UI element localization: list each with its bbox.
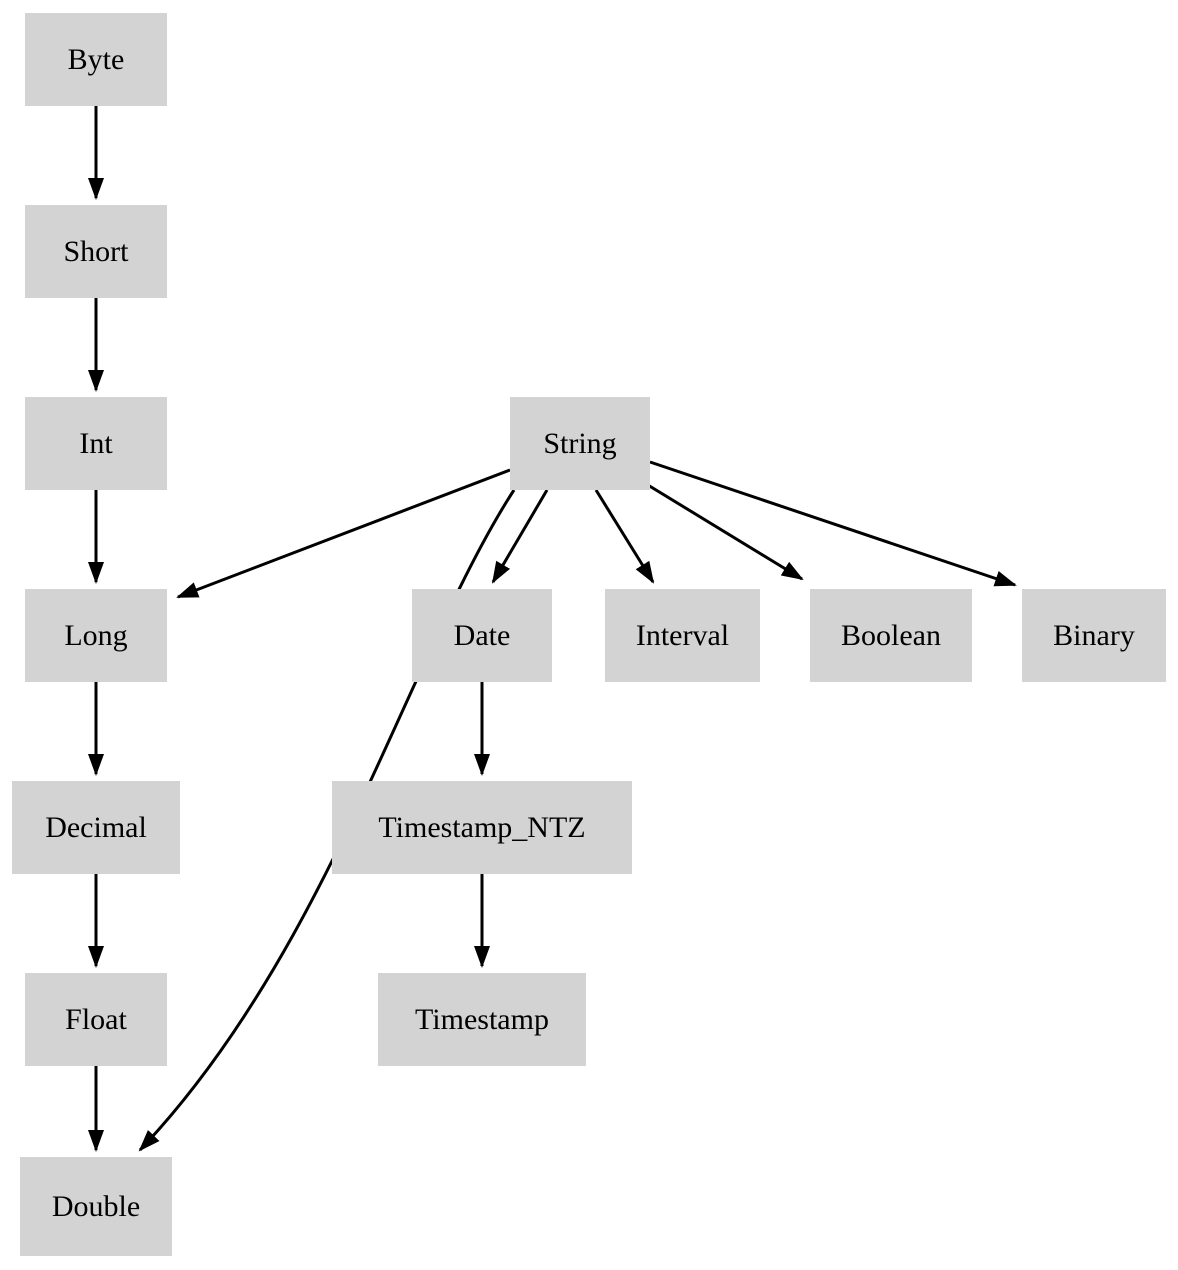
node-decimal: Decimal [12,781,180,874]
node-binary: Binary [1022,589,1166,682]
node-byte: Byte [25,13,167,106]
node-timestamp: Timestamp [378,973,586,1066]
node-boolean: Boolean [810,589,972,682]
edge-string-date [491,489,549,584]
edge-string-boolean [637,477,804,581]
node-float: Float [25,973,167,1066]
edge-string-long [176,468,511,599]
node-date: Date [412,589,552,682]
node-string: String [510,397,650,490]
node-long: Long [25,589,167,682]
node-int: Int [25,397,167,490]
edge-string-interval [594,489,655,584]
node-short: Short [25,205,167,298]
node-timestamp-ntz: Timestamp_NTZ [332,781,632,874]
edge-string-binary [649,460,1017,587]
node-double: Double [20,1157,172,1256]
node-interval: Interval [605,589,760,682]
